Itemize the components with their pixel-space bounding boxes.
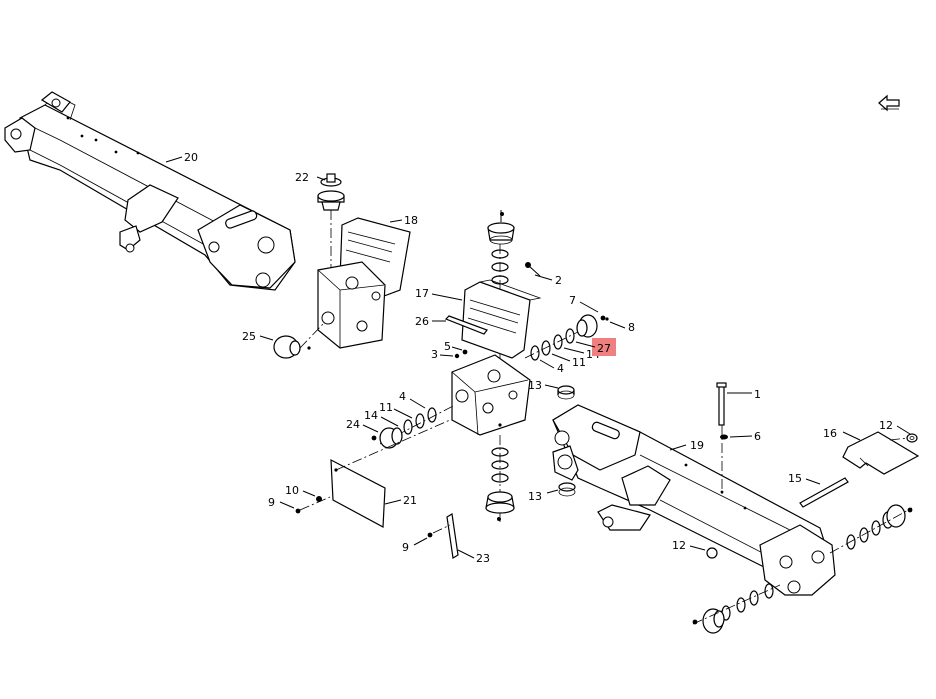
link-bar-26[interactable] [444,315,488,335]
nut-3[interactable] [454,353,460,359]
nut-12-upper[interactable] [906,433,918,443]
o-ring-stack-end-left[interactable] [692,583,774,634]
label-12-upper: 12 [879,419,893,432]
center-top-pin[interactable] [487,210,515,245]
washer-6[interactable] [720,434,728,440]
frame-beam-19[interactable] [552,404,836,596]
pin-25[interactable] [273,321,326,359]
pivot-housing-left[interactable] [317,261,386,349]
pivot-housing-center[interactable] [451,354,531,436]
label-3: 3 [431,348,438,361]
frame-beam-20[interactable] [4,91,296,291]
nut-12-lower[interactable] [706,547,718,559]
pin-24[interactable] [371,427,403,449]
label-12-lower: 12 [672,539,686,552]
label-22: 22 [295,171,309,184]
label-1: 1 [754,388,761,401]
washer-10[interactable] [316,496,322,502]
screw-9-lower[interactable] [427,532,433,538]
label-8: 8 [628,321,635,334]
label-17: 17 [415,287,429,300]
label-21: 21 [403,494,417,507]
label-4-upper: 4 [557,362,564,375]
label-10: 10 [285,484,299,497]
label-2: 2 [555,274,562,287]
sleeve-13-lower[interactable] [558,482,576,497]
bolt-1[interactable] [716,382,727,426]
label-6: 6 [754,430,761,443]
label-7: 7 [569,294,576,307]
label-13-upper: 13 [528,379,542,392]
link-23[interactable] [446,513,459,559]
bracket-plate-16[interactable] [842,431,920,475]
label-4-lower: 4 [399,390,406,403]
bracket-17[interactable] [461,279,542,359]
label-24: 24 [346,418,360,431]
label-15: 15 [788,472,802,485]
highlighted-part-27[interactable]: 27 [575,338,616,356]
label-11-lower: 11 [379,401,393,414]
label-5: 5 [444,340,451,353]
label-26: 26 [415,315,429,328]
label-23: 23 [476,552,490,565]
rod-15[interactable] [799,477,849,508]
label-20: 20 [184,151,198,164]
pivot-pin-22[interactable] [317,173,345,211]
bolt-2[interactable] [525,262,541,277]
pin-27[interactable] [576,314,609,338]
washer-5[interactable] [462,349,468,355]
label-13-lower: 13 [528,490,542,503]
label-16: 16 [823,427,837,440]
label-27: 27 [597,342,611,355]
label-9-lower: 9 [402,541,409,554]
label-18: 18 [404,214,418,227]
o-ring-stack-right[interactable] [530,328,575,361]
label-19: 19 [690,439,704,452]
plate-21[interactable] [330,458,386,528]
o-ring-stack-left[interactable] [403,407,437,435]
label-11-upper: 11 [572,356,586,369]
sleeve-13-upper[interactable] [557,385,575,400]
back-arrow-icon[interactable] [878,94,900,112]
o-ring-stack-end-right[interactable] [846,504,913,550]
screw-9-left[interactable] [295,508,301,514]
center-bottom-pin[interactable] [485,491,515,521]
label-14-lower: 14 [364,409,378,422]
label-25: 25 [242,330,256,343]
label-9-left: 9 [268,496,275,509]
